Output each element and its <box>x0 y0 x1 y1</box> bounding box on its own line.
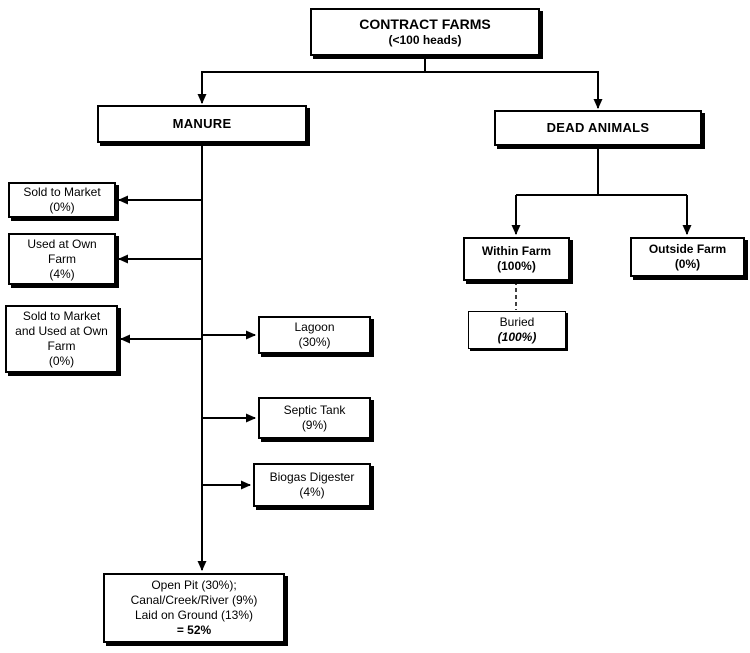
contract-farms-title: CONTRACT FARMS <box>359 15 491 32</box>
dead-animals-label: DEAD ANIMALS <box>546 119 650 135</box>
sold-and-used-box: Sold to Market and Used at Own Farm (0%) <box>5 305 118 373</box>
sold-to-market-box: Sold to Market (0%) <box>8 182 116 218</box>
septic-tank-text: Septic Tank (9%) <box>283 403 346 432</box>
manure-label: MANURE <box>172 115 232 131</box>
used-at-own-farm-box: Used at Own Farm (4%) <box>8 233 116 285</box>
within-farm-box: Within Farm (100%) <box>463 237 570 281</box>
open-pit-box: Open Pit (30%); Canal/Creek/River (9%) L… <box>103 573 285 643</box>
buried-box: Buried (100%) <box>468 311 566 349</box>
outside-farm-box: Outside Farm (0%) <box>630 237 745 277</box>
open-pit-line3: Laid on Ground (13%) <box>134 608 254 622</box>
biogas-digester-text: Biogas Digester (4%) <box>269 470 355 499</box>
dead-animals-box: DEAD ANIMALS <box>494 110 702 146</box>
manure-box: MANURE <box>97 105 307 143</box>
septic-tank-box: Septic Tank (9%) <box>258 397 371 439</box>
contract-farms-box: CONTRACT FARMS (<100 heads) <box>310 8 540 56</box>
open-pit-total: = 52% <box>176 623 212 637</box>
sold-and-used-text: Sold to Market and Used at Own Farm (0%) <box>15 309 108 368</box>
outside-farm-text: Outside Farm (0%) <box>648 242 727 271</box>
within-farm-text: Within Farm (100%) <box>481 244 552 273</box>
contract-farms-subtitle: (<100 heads) <box>388 33 462 48</box>
lagoon-text: Lagoon (30%) <box>294 320 335 349</box>
buried-value: (100%) <box>497 330 537 344</box>
open-pit-line2: Canal/Creek/River (9%) <box>130 593 258 607</box>
buried-label: Buried <box>499 315 535 329</box>
biogas-digester-box: Biogas Digester (4%) <box>253 463 371 507</box>
sold-to-market-text: Sold to Market (0%) <box>23 185 101 214</box>
used-at-own-farm-text: Used at Own Farm (4%) <box>27 236 97 281</box>
open-pit-line1: Open Pit (30%); <box>151 578 237 592</box>
lagoon-box: Lagoon (30%) <box>258 316 371 354</box>
